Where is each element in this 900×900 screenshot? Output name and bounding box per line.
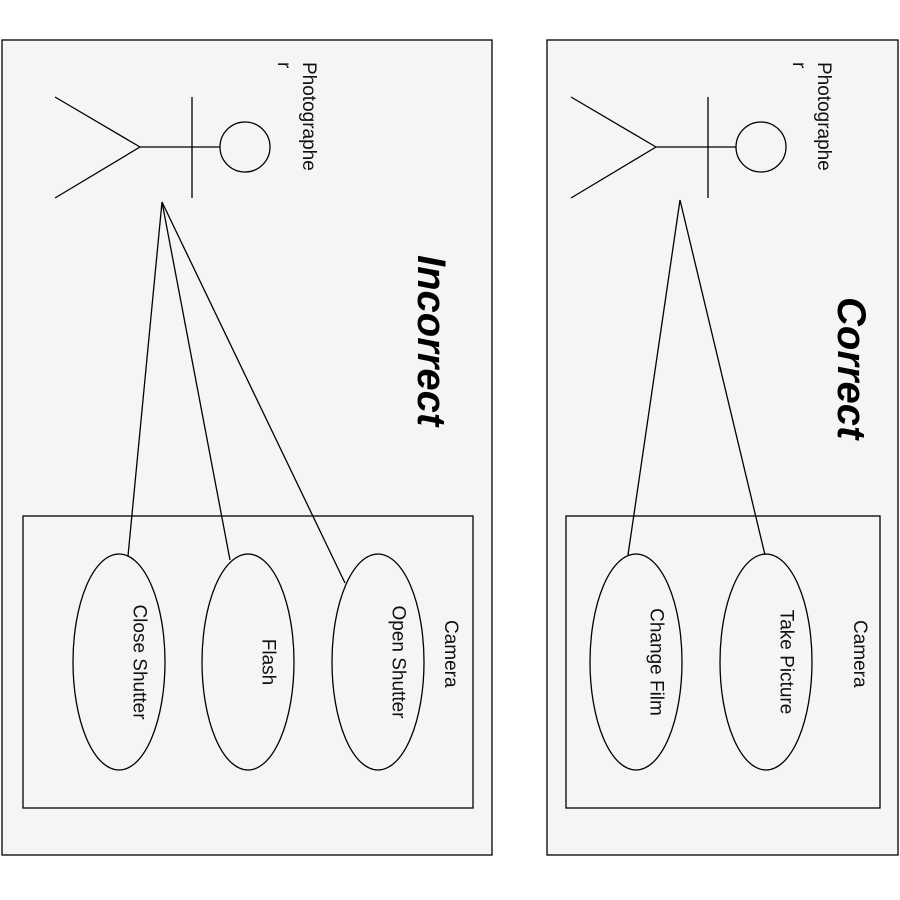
use-case-open-shutter: Open Shutter	[331, 553, 425, 771]
actor-leg-lower	[570, 146, 657, 199]
panel-heading: Incorrect	[409, 255, 453, 428]
use-case-change-film: Change Film	[589, 553, 683, 771]
use-case-label: Change Film	[646, 608, 667, 716]
use-case-ellipse	[719, 553, 813, 771]
association-line	[627, 199, 681, 556]
actor-photographer	[570, 96, 787, 199]
use-case-label: Close Shutter	[129, 604, 150, 720]
panel-correct: Photographe r Correct Camera Change Film…	[546, 39, 899, 856]
panel-incorrect: Photographe r Incorrect Camera Close Shu…	[1, 39, 493, 856]
use-case-close-shutter: Close Shutter	[72, 553, 166, 771]
actor-label-line1: Photographe	[298, 62, 319, 171]
use-case-label: Flash	[258, 639, 279, 685]
actor-label-line1: Photographe	[813, 62, 834, 171]
actor-label-line2: r	[788, 62, 809, 69]
use-case-ellipse	[331, 553, 425, 771]
association-line	[127, 201, 163, 557]
association-line	[679, 199, 766, 556]
system-label: Camera	[440, 620, 461, 688]
system-boundary-camera	[22, 515, 474, 809]
actor-label-line2: r	[273, 62, 294, 69]
panel-frame	[1, 39, 493, 856]
system-boundary-camera	[565, 515, 881, 809]
actor-leg-upper	[570, 96, 657, 148]
use-case-ellipse	[201, 553, 295, 771]
panel-heading: Correct	[829, 297, 873, 441]
actor-leg-lower	[54, 146, 141, 199]
panel-frame	[546, 39, 899, 856]
system-label: Camera	[849, 620, 870, 688]
use-case-label: Take Picture	[776, 610, 797, 715]
use-case-flash: Flash	[201, 553, 295, 771]
use-case-label: Open Shutter	[388, 605, 409, 719]
association-line	[161, 201, 231, 561]
association-line	[161, 201, 346, 584]
use-case-ellipse	[589, 553, 683, 771]
use-case-ellipse	[72, 553, 166, 771]
actor-leg-upper	[54, 96, 141, 148]
actor-photographer	[54, 96, 271, 199]
use-case-take-picture: Take Picture	[719, 553, 813, 771]
